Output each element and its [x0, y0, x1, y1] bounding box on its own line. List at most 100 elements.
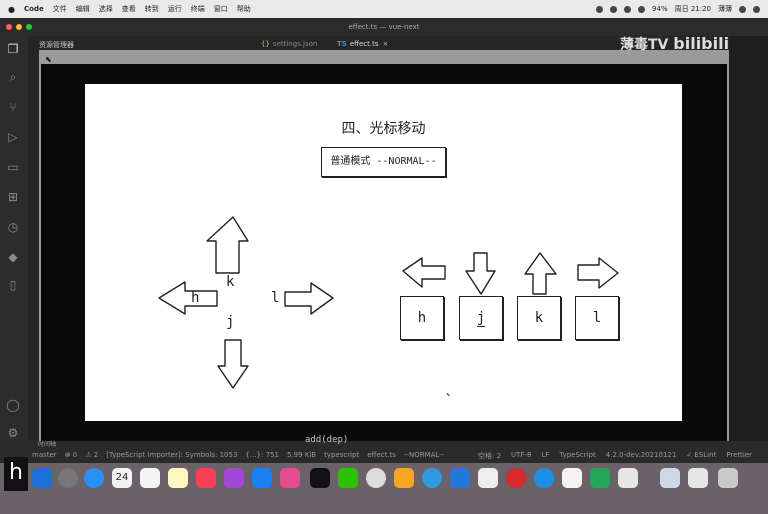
timeline-label[interactable]: 时间轴 [38, 441, 57, 448]
language-status[interactable]: typescript [324, 451, 360, 459]
key-left-arrow-icon [402, 257, 446, 288]
status-file: effect.ts [367, 451, 396, 459]
record-icon[interactable] [596, 5, 604, 13]
keyboard-viewer-icon[interactable] [618, 468, 638, 488]
notes-icon[interactable] [168, 468, 188, 488]
slide-heading: 四、光标移动 [341, 121, 426, 137]
search-icon[interactable]: ⌕ [9, 70, 17, 84]
settings-gear-icon[interactable]: ⚙ [7, 426, 19, 440]
wifi-icon[interactable] [638, 5, 646, 13]
slide-cursor-icon: ⬉ [446, 391, 451, 399]
label-j: j [226, 314, 235, 330]
trash-icon[interactable] [718, 468, 738, 488]
preview-icon[interactable] [562, 468, 582, 488]
ts-version[interactable]: 4.2.0-dev.20210121 [605, 451, 677, 459]
vscode-icon[interactable] [450, 468, 470, 488]
menu-view[interactable]: 查看 [121, 5, 136, 13]
wechat-icon[interactable] [338, 468, 358, 488]
cloud-icon[interactable] [610, 5, 618, 13]
apple-menu-icon[interactable]: ● [8, 4, 15, 14]
menu-selection[interactable]: 选择 [98, 5, 113, 13]
vim-mode: --NORMAL-- [403, 451, 445, 459]
bilibili-logo: bilibili [673, 34, 730, 53]
explorer-icon[interactable]: ❐ [7, 42, 19, 56]
app-store-icon[interactable] [252, 468, 272, 488]
user-name[interactable]: 薄薄 [718, 5, 732, 13]
podcasts-icon[interactable] [224, 468, 244, 488]
menu-run[interactable]: 运行 [167, 5, 182, 13]
calendar-icon[interactable]: 24 [112, 468, 132, 488]
control-center-icon[interactable] [753, 5, 760, 13]
downloads-folder-icon[interactable] [660, 468, 680, 488]
timeline-icon[interactable]: ◷ [7, 220, 19, 234]
prettier-status[interactable]: Prettier [726, 451, 753, 459]
final-cut-icon[interactable] [280, 468, 300, 488]
sidebar [28, 36, 39, 456]
safari-icon[interactable] [84, 468, 104, 488]
search-icon[interactable] [739, 5, 746, 13]
close-tab-icon[interactable]: × [382, 40, 389, 48]
source-control-icon[interactable]: ⑂ [9, 100, 17, 114]
remote-explorer-icon[interactable]: ▭ [7, 160, 19, 174]
status-bar: add(dep) 时间轴 master ⊗ 0 ⚠ 2 [TypeScript … [0, 435, 768, 463]
close-window-button[interactable] [6, 24, 12, 30]
typora-icon[interactable] [478, 468, 498, 488]
feishu-icon[interactable] [534, 468, 554, 488]
finder-icon[interactable] [32, 468, 52, 488]
arrow-shapes [158, 216, 619, 389]
eslint-status[interactable]: ✓ ESLint [686, 451, 717, 459]
datagrip-icon[interactable] [590, 468, 610, 488]
reminders-icon[interactable] [140, 468, 160, 488]
extensions-icon[interactable]: ⊞ [7, 190, 19, 204]
ts-importer-status[interactable]: [TypeScript Importer]: Symbols: 1053 [106, 451, 238, 459]
menu-file[interactable]: 文件 [52, 5, 67, 13]
sketch-icon[interactable] [394, 468, 414, 488]
menu-terminal[interactable]: 终端 [190, 5, 205, 13]
key-label: h [417, 310, 427, 326]
tab-label: settings.json [272, 40, 318, 48]
menu-help[interactable]: 帮助 [236, 5, 251, 13]
minimize-window-button[interactable] [16, 24, 22, 30]
git-branch[interactable]: master [32, 451, 57, 459]
menu-edit[interactable]: 编辑 [75, 5, 90, 13]
zoom-window-button[interactable] [26, 24, 32, 30]
battery-percent[interactable]: 94% [652, 5, 668, 13]
label-h: h [191, 290, 200, 306]
label-k: k [226, 274, 235, 290]
netease-music-icon[interactable] [506, 468, 526, 488]
account-icon[interactable]: ◯ [6, 398, 20, 412]
notes-icon[interactable]: ▯ [9, 278, 17, 292]
clock[interactable]: 周日 21:20 [674, 5, 711, 13]
music-icon[interactable] [196, 468, 216, 488]
error-count[interactable]: ⊗ 0 [64, 451, 78, 459]
docker-icon[interactable]: ◆ [8, 250, 18, 264]
macos-menu-bar: ● Code 文件 编辑 选择 查看 转到 运行 终端 窗口 帮助 94% 周日… [0, 0, 768, 18]
key-j: j [459, 296, 503, 340]
indentation[interactable]: 空格: 2 [478, 452, 502, 460]
code-line: add(dep) [305, 435, 349, 445]
run-debug-icon[interactable]: ▷ [8, 130, 18, 144]
language-mode[interactable]: TypeScript [559, 451, 596, 459]
chrome-icon[interactable] [366, 468, 386, 488]
screenshots-folder-icon[interactable] [688, 468, 708, 488]
encoding[interactable]: UTF-8 [511, 451, 532, 459]
key-label: k [534, 310, 544, 326]
warning-count[interactable]: ⚠ 2 [85, 451, 99, 459]
key-label: j [476, 310, 486, 327]
launchpad-icon[interactable] [58, 468, 78, 488]
line-ending[interactable]: LF [541, 451, 550, 459]
terminal-icon[interactable] [310, 468, 330, 488]
menu-window[interactable]: 窗口 [213, 5, 228, 13]
edge-icon[interactable] [422, 468, 442, 488]
up-arrow-icon [206, 216, 249, 274]
down-arrow-icon [217, 339, 249, 389]
key-right-arrow-icon [577, 257, 619, 289]
tab-settings-json[interactable]: {}settings.json [261, 40, 317, 48]
app-menu-code[interactable]: Code [23, 5, 44, 13]
menu-go[interactable]: 转到 [144, 5, 159, 13]
key-k: k [517, 296, 561, 340]
wechat-tray-icon[interactable] [624, 5, 632, 13]
left-arrow-icon [158, 281, 218, 315]
